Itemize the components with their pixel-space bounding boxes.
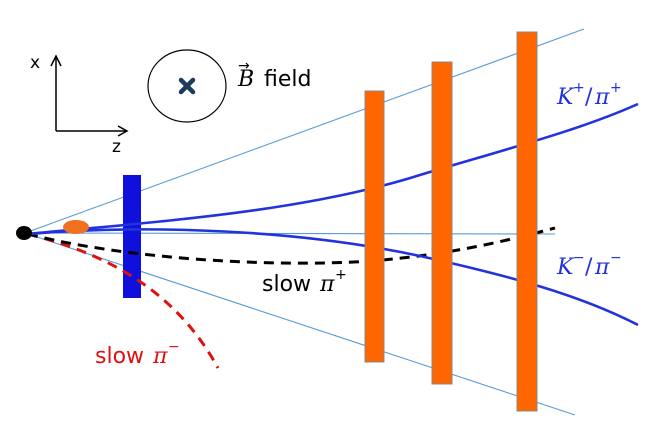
slow-pi-plus-track [27, 226, 556, 265]
k-minus-pi: π [594, 255, 610, 280]
tracking-station-3 [516, 31, 538, 412]
into-page-cross-icon [178, 77, 196, 95]
slow-pi-minus-symbol: π [152, 344, 168, 369]
k-plus-sup: + [573, 80, 585, 96]
k-minus-sep: / [585, 255, 593, 280]
slow-pi-plus-symbol: π [319, 272, 335, 297]
k-minus-pi-sup: − [610, 250, 622, 266]
field-vector-arrow: → [238, 58, 250, 74]
slow-pi-plus-label: slow π + [262, 267, 347, 297]
k-minus-pi-minus-track [27, 228, 639, 327]
x-axis-arrowhead [50, 54, 62, 67]
acceptance-upper-line [24, 28, 585, 234]
z-axis-label: z [112, 137, 121, 157]
magnetic-field-indicator: B → field [147, 49, 311, 123]
tracking-station-1 [364, 90, 385, 363]
slow-pi-minus-label: slow π − [95, 339, 180, 369]
k-plus-pi: π [594, 85, 610, 110]
slow-pi-minus-text: slow [95, 344, 144, 369]
acceptance-lower-line [24, 232, 576, 416]
field-label: field [264, 67, 311, 92]
z-axis-arrowhead [117, 125, 129, 137]
slow-pi-plus-sup: + [335, 267, 347, 283]
k-plus-pi-sup: + [610, 80, 622, 96]
k-plus-sep: / [585, 85, 593, 110]
field-symbol: B [237, 67, 254, 92]
decay-vertex [63, 220, 89, 234]
k-minus-pi-minus-label: K − / π − [556, 250, 622, 280]
slow-pi-plus-text: slow [262, 272, 311, 297]
tracking-stations [364, 31, 538, 412]
beam-axis-line [24, 232, 556, 235]
x-axis-label: x [30, 53, 40, 73]
k-plus-symbol: K [556, 85, 575, 110]
inner-detector-plane [123, 175, 141, 298]
coordinate-axes: x z [30, 53, 129, 157]
k-minus-symbol: K [556, 255, 575, 280]
k-plus-pi-plus-track [27, 102, 639, 236]
k-minus-sup: − [573, 250, 585, 266]
k-plus-pi-plus-label: K + / π + [556, 80, 622, 110]
slow-pi-minus-sup: − [168, 339, 180, 355]
tracking-station-2 [431, 61, 453, 385]
interaction-point [16, 226, 32, 240]
acceptance-lines [24, 28, 585, 416]
